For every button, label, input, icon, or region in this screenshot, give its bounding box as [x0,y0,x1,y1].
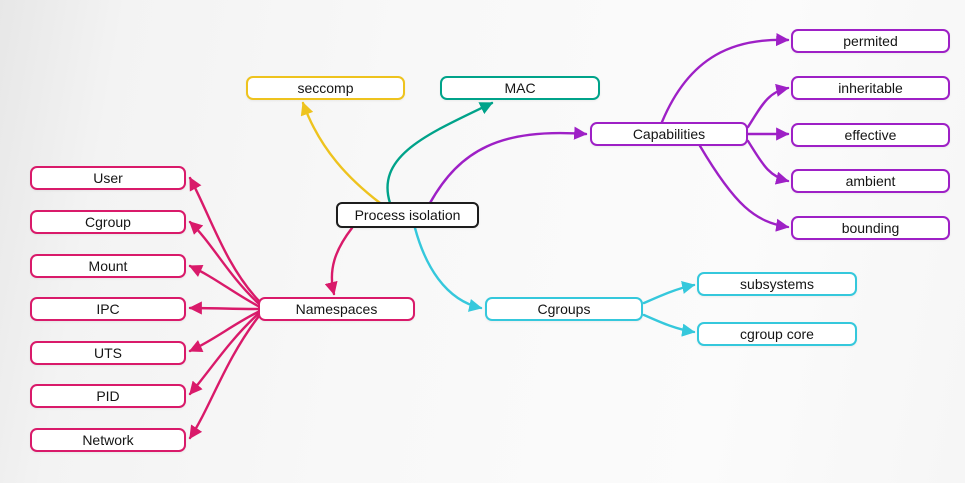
edge-namespaces-mount [188,264,260,308]
edge-capabilities-ambient [746,139,790,185]
edge-root-seccomp [300,101,382,205]
edge-namespaces-network [188,314,261,440]
edge-namespaces-uts [188,310,260,353]
node-subsystems[interactable]: subsystems [697,272,857,296]
node-bounding[interactable]: bounding [791,216,950,240]
edge-root-mac [386,101,494,205]
edge-namespaces-user [188,176,261,303]
node-ipc[interactable]: IPC [30,297,186,321]
node-user[interactable]: User [30,166,186,190]
edge-namespaces-pid [188,312,260,396]
node-permited[interactable]: permited [791,29,950,53]
edge-root-namespaces [324,226,354,296]
edge-namespaces-ipc [188,301,260,315]
node-mount[interactable]: Mount [30,254,186,278]
edge-namespaces-cgroup [188,220,260,305]
edge-capabilities-permited [660,32,790,124]
node-ambient[interactable]: ambient [791,169,950,193]
node-pid[interactable]: PID [30,384,186,408]
edge-cgroups-subsystems [642,280,696,305]
node-mac[interactable]: MAC [440,76,600,100]
node-uts[interactable]: UTS [30,341,186,365]
node-cgroup[interactable]: Cgroup [30,210,186,234]
node-inheritable[interactable]: inheritable [791,76,950,100]
node-network[interactable]: Network [30,428,186,452]
node-capabilities[interactable]: Capabilities [590,122,748,146]
node-process-isolation[interactable]: Process isolation [336,202,479,228]
edge-root-capabilities [428,126,588,205]
node-cgroups[interactable]: Cgroups [485,297,643,321]
edge-capabilities-bounding [698,144,790,232]
node-seccomp[interactable]: seccomp [246,76,405,100]
edge-root-cgroups [413,226,483,312]
edge-cgroups-cgroup-core [642,313,696,337]
node-effective[interactable]: effective [791,123,950,147]
node-cgroup-core[interactable]: cgroup core [697,322,857,346]
edge-capabilities-inheritable [746,83,790,129]
node-namespaces[interactable]: Namespaces [258,297,415,321]
